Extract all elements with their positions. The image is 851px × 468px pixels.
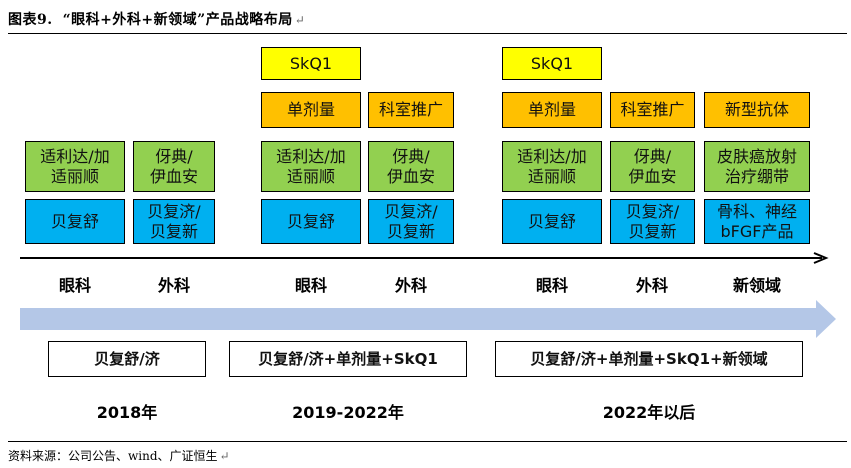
return-mark-icon: ↵ bbox=[294, 13, 306, 27]
product-box-c1-green: 适利达/加适丽顺 bbox=[25, 141, 125, 192]
source-rule bbox=[8, 441, 847, 442]
category-label-2: 外科 bbox=[157, 276, 190, 295]
category-label-1: 眼科 bbox=[58, 276, 91, 295]
product-box-c6-orange: 科室推广 bbox=[610, 92, 695, 128]
product-box-c5-blue: 贝复舒 bbox=[502, 199, 602, 244]
strategy-box-1: 贝复舒/济 bbox=[48, 341, 206, 377]
product-box-c4-blue: 贝复济/贝复新 bbox=[368, 199, 454, 244]
category-label-5: 眼科 bbox=[535, 276, 568, 295]
product-box-c5-green: 适利达/加适丽顺 bbox=[502, 141, 602, 192]
product-box-c5-orange: 单剂量 bbox=[502, 92, 602, 128]
timeline-arrow bbox=[20, 300, 836, 338]
source-note: 资料来源：公司公告、wind、广证恒生↵ bbox=[8, 447, 230, 464]
strategy-box-2: 贝复舒/济+单剂量+SkQ1 bbox=[229, 341, 467, 377]
year-label-3: 2022年以后 bbox=[602, 403, 696, 422]
year-label-1: 2018年 bbox=[96, 403, 158, 422]
product-box-c4-green: 伢典/伊血安 bbox=[368, 141, 454, 192]
axis-arrow bbox=[20, 252, 829, 264]
product-box-c5-yellow: SkQ1 bbox=[502, 47, 602, 80]
year-label-2: 2019-2022年 bbox=[292, 403, 404, 422]
figure-title: 图表9. “眼科+外科+新领域”产品战略布局↵ bbox=[8, 9, 305, 29]
title-rule bbox=[8, 33, 847, 34]
product-box-c3-blue: 贝复舒 bbox=[261, 199, 361, 244]
category-label-7: 新领域 bbox=[732, 276, 781, 295]
product-box-c7-orange: 新型抗体 bbox=[704, 92, 810, 128]
product-box-c3-orange: 单剂量 bbox=[261, 92, 361, 128]
product-box-c2-green: 伢典/伊血安 bbox=[133, 141, 215, 192]
figure-title-text: “眼科+外科+新领域”产品战略布局 bbox=[62, 12, 293, 28]
category-label-4: 外科 bbox=[394, 276, 427, 295]
product-box-c4-orange: 科室推广 bbox=[368, 92, 454, 128]
product-box-c2-blue: 贝复济/贝复新 bbox=[133, 199, 215, 244]
product-box-c3-green: 适利达/加适丽顺 bbox=[261, 141, 361, 192]
product-box-c1-blue: 贝复舒 bbox=[25, 199, 125, 244]
figure-number: 图表9. bbox=[8, 12, 53, 28]
product-box-c6-blue: 贝复济/贝复新 bbox=[610, 199, 695, 244]
category-label-6: 外科 bbox=[635, 276, 668, 295]
source-return-mark-icon: ↵ bbox=[219, 449, 230, 463]
product-box-c7-green: 皮肤癌放射治疗绷带 bbox=[704, 141, 810, 192]
strategy-box-3: 贝复舒/济+单剂量+SkQ1+新领域 bbox=[495, 341, 803, 377]
product-box-c6-green: 伢典/伊血安 bbox=[610, 141, 695, 192]
product-box-c3-yellow: SkQ1 bbox=[261, 47, 361, 80]
category-label-3: 眼科 bbox=[294, 276, 327, 295]
source-text: 资料来源：公司公告、wind、广证恒生 bbox=[8, 449, 218, 463]
